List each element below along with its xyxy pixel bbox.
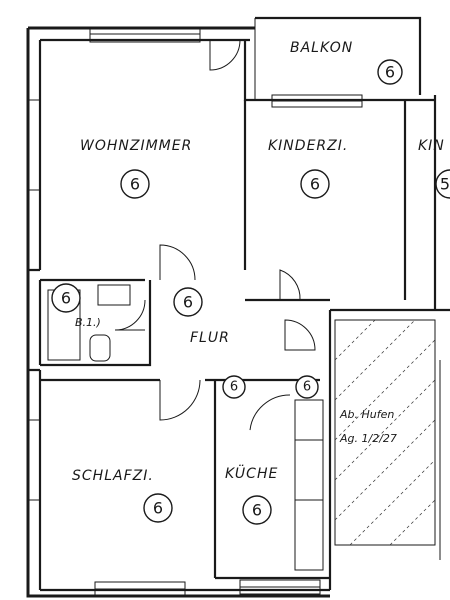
hall-marker-a: 6 xyxy=(230,380,238,395)
schlafzi-label: SCHLAFZI. xyxy=(72,468,154,484)
balkon-marker-circle xyxy=(377,59,403,85)
bad-marker-circle xyxy=(51,283,81,313)
flur-marker: 6 xyxy=(183,293,193,312)
annotation-line1: Ab. Hufen xyxy=(339,408,394,421)
kinderzi-marker-circle xyxy=(300,169,330,199)
doors xyxy=(114,39,316,431)
balcony xyxy=(254,16,422,100)
kinderzi2-marker-circle xyxy=(435,169,450,199)
kinderzi2-marker: 5 xyxy=(440,175,450,194)
kinderzi2-label: KIN xyxy=(418,138,445,154)
schlafzi-marker-circle xyxy=(143,493,173,523)
flur-marker-circle xyxy=(173,287,203,317)
hall-marker-a-circle xyxy=(222,375,246,399)
hatched-area xyxy=(334,319,441,560)
flur-label: FLUR xyxy=(190,330,230,346)
wohnzimmer-marker-circle xyxy=(120,169,150,199)
kitchen-counter xyxy=(294,399,324,571)
kinderzi-marker: 6 xyxy=(310,175,320,194)
balkon-label: BALKON xyxy=(290,40,353,56)
bad-marker: 6 xyxy=(61,289,71,308)
wohnzimmer-marker: 6 xyxy=(130,175,140,194)
wohnzimmer-label: WOHNZIMMER xyxy=(80,138,192,154)
annotation-line2: Ag. 1/2/27 xyxy=(339,432,397,445)
hall-marker-b: 6 xyxy=(303,380,311,395)
schlafzi-marker: 6 xyxy=(153,499,163,518)
bad-label: B.1.) xyxy=(75,316,101,329)
kinderzi-label: KINDERZI. xyxy=(268,138,348,154)
interior-walls xyxy=(38,40,450,590)
balkon-marker: 6 xyxy=(385,63,395,82)
kueche-marker: 6 xyxy=(252,501,262,520)
kueche-marker-circle xyxy=(242,495,272,525)
kueche-label: KÜCHE xyxy=(225,464,278,482)
hall-marker-b-circle xyxy=(295,375,319,399)
